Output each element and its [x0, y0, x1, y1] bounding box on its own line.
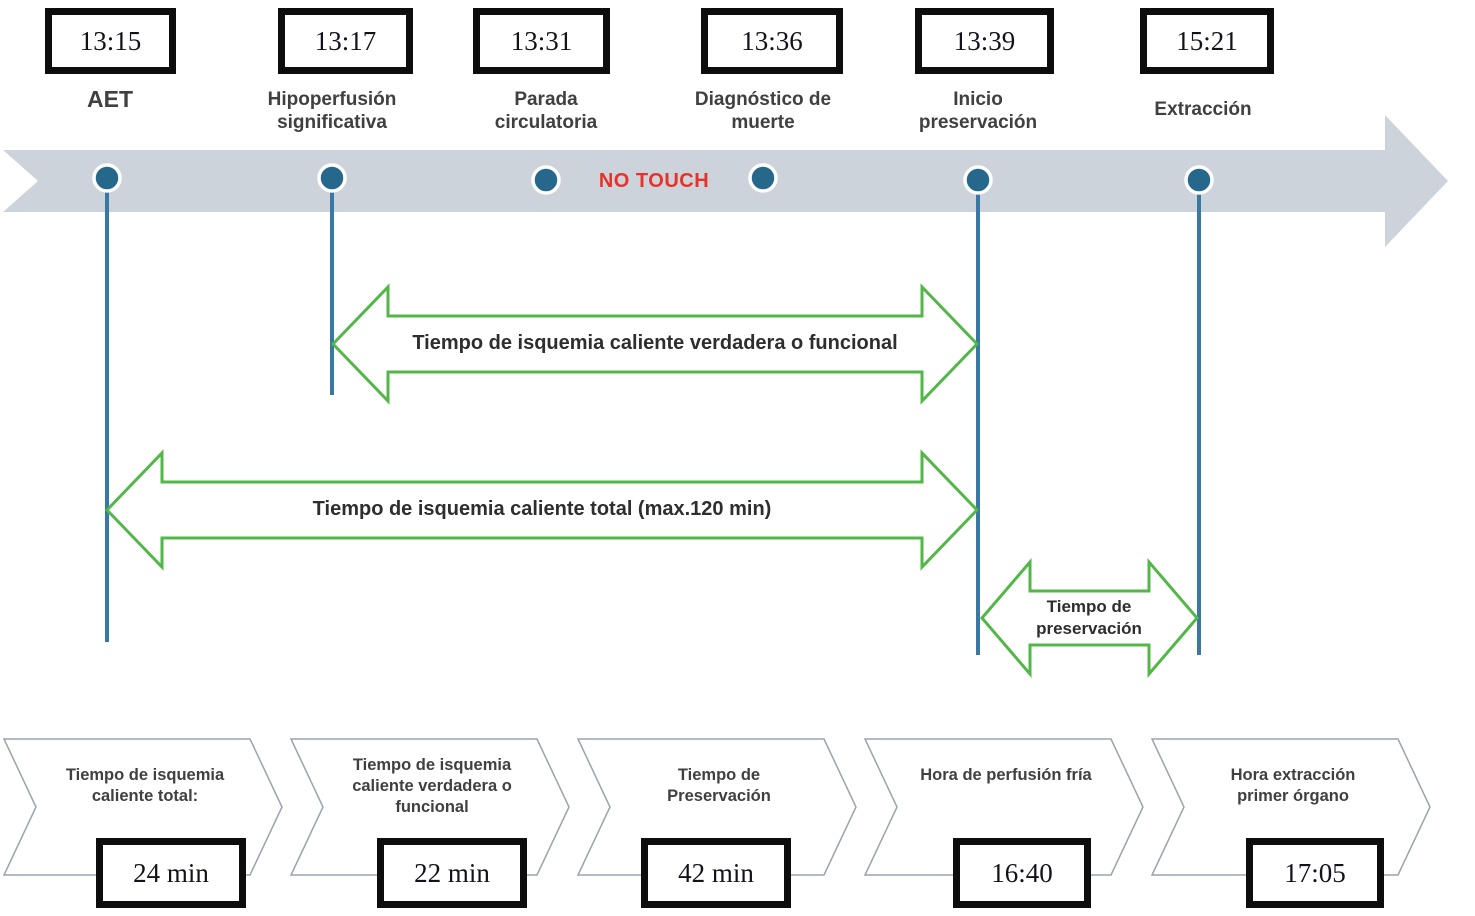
event-time-box: 13:15 — [45, 8, 176, 74]
interval-label-preservation: Tiempo de preservación — [1036, 597, 1142, 638]
event-dot — [531, 165, 561, 195]
summary-value-box: 24 min — [96, 838, 246, 908]
summary-label: Tiempo de isquemia caliente total: — [65, 766, 225, 805]
event-dot — [963, 165, 993, 195]
event-time-box: 13:17 — [278, 8, 413, 74]
event-label: Diagnóstico de muerte — [694, 89, 832, 133]
interval-arrow-preservation — [980, 557, 1199, 679]
summary-value-box: 22 min — [377, 838, 527, 908]
event-label: Parada circulatoria — [494, 89, 598, 133]
summary-label: Tiempo de isquemia caliente verdadera o … — [352, 756, 512, 816]
event-dot — [1184, 165, 1214, 195]
event-dot — [92, 163, 122, 193]
interval-arrow-total-wit — [104, 449, 980, 571]
event-label: AET — [87, 86, 133, 112]
summary-value-box: 42 min — [641, 838, 791, 908]
event-label: Inicio preservación — [918, 89, 1038, 133]
interval-arrow-functional-wit — [330, 283, 980, 405]
summary-label: Hora de perfusión fría — [920, 766, 1092, 784]
interval-label-functional-wit: Tiempo de isquemia caliente verdadera o … — [412, 332, 898, 354]
event-dot — [748, 163, 778, 193]
event-time-box: 13:39 — [915, 8, 1054, 74]
summary-label: Hora extracción primer órgano — [1230, 766, 1356, 805]
event-label: Hipoperfusión significativa — [267, 89, 397, 133]
event-dot — [317, 163, 347, 193]
event-time-box: 13:36 — [701, 8, 843, 74]
event-time-box: 15:21 — [1140, 8, 1274, 74]
summary-value-box: 16:40 — [953, 838, 1091, 908]
event-time-box: 13:31 — [473, 8, 610, 74]
event-label: Extracción — [1154, 99, 1252, 120]
timeline-arrow — [3, 115, 1448, 247]
no-touch-label: NO TOUCH — [598, 170, 710, 192]
summary-value-box: 17:05 — [1246, 838, 1384, 908]
summary-label: Tiempo de Preservación — [667, 766, 771, 805]
interval-label-total-wit: Tiempo de isquemia caliente total (max.1… — [312, 498, 772, 520]
